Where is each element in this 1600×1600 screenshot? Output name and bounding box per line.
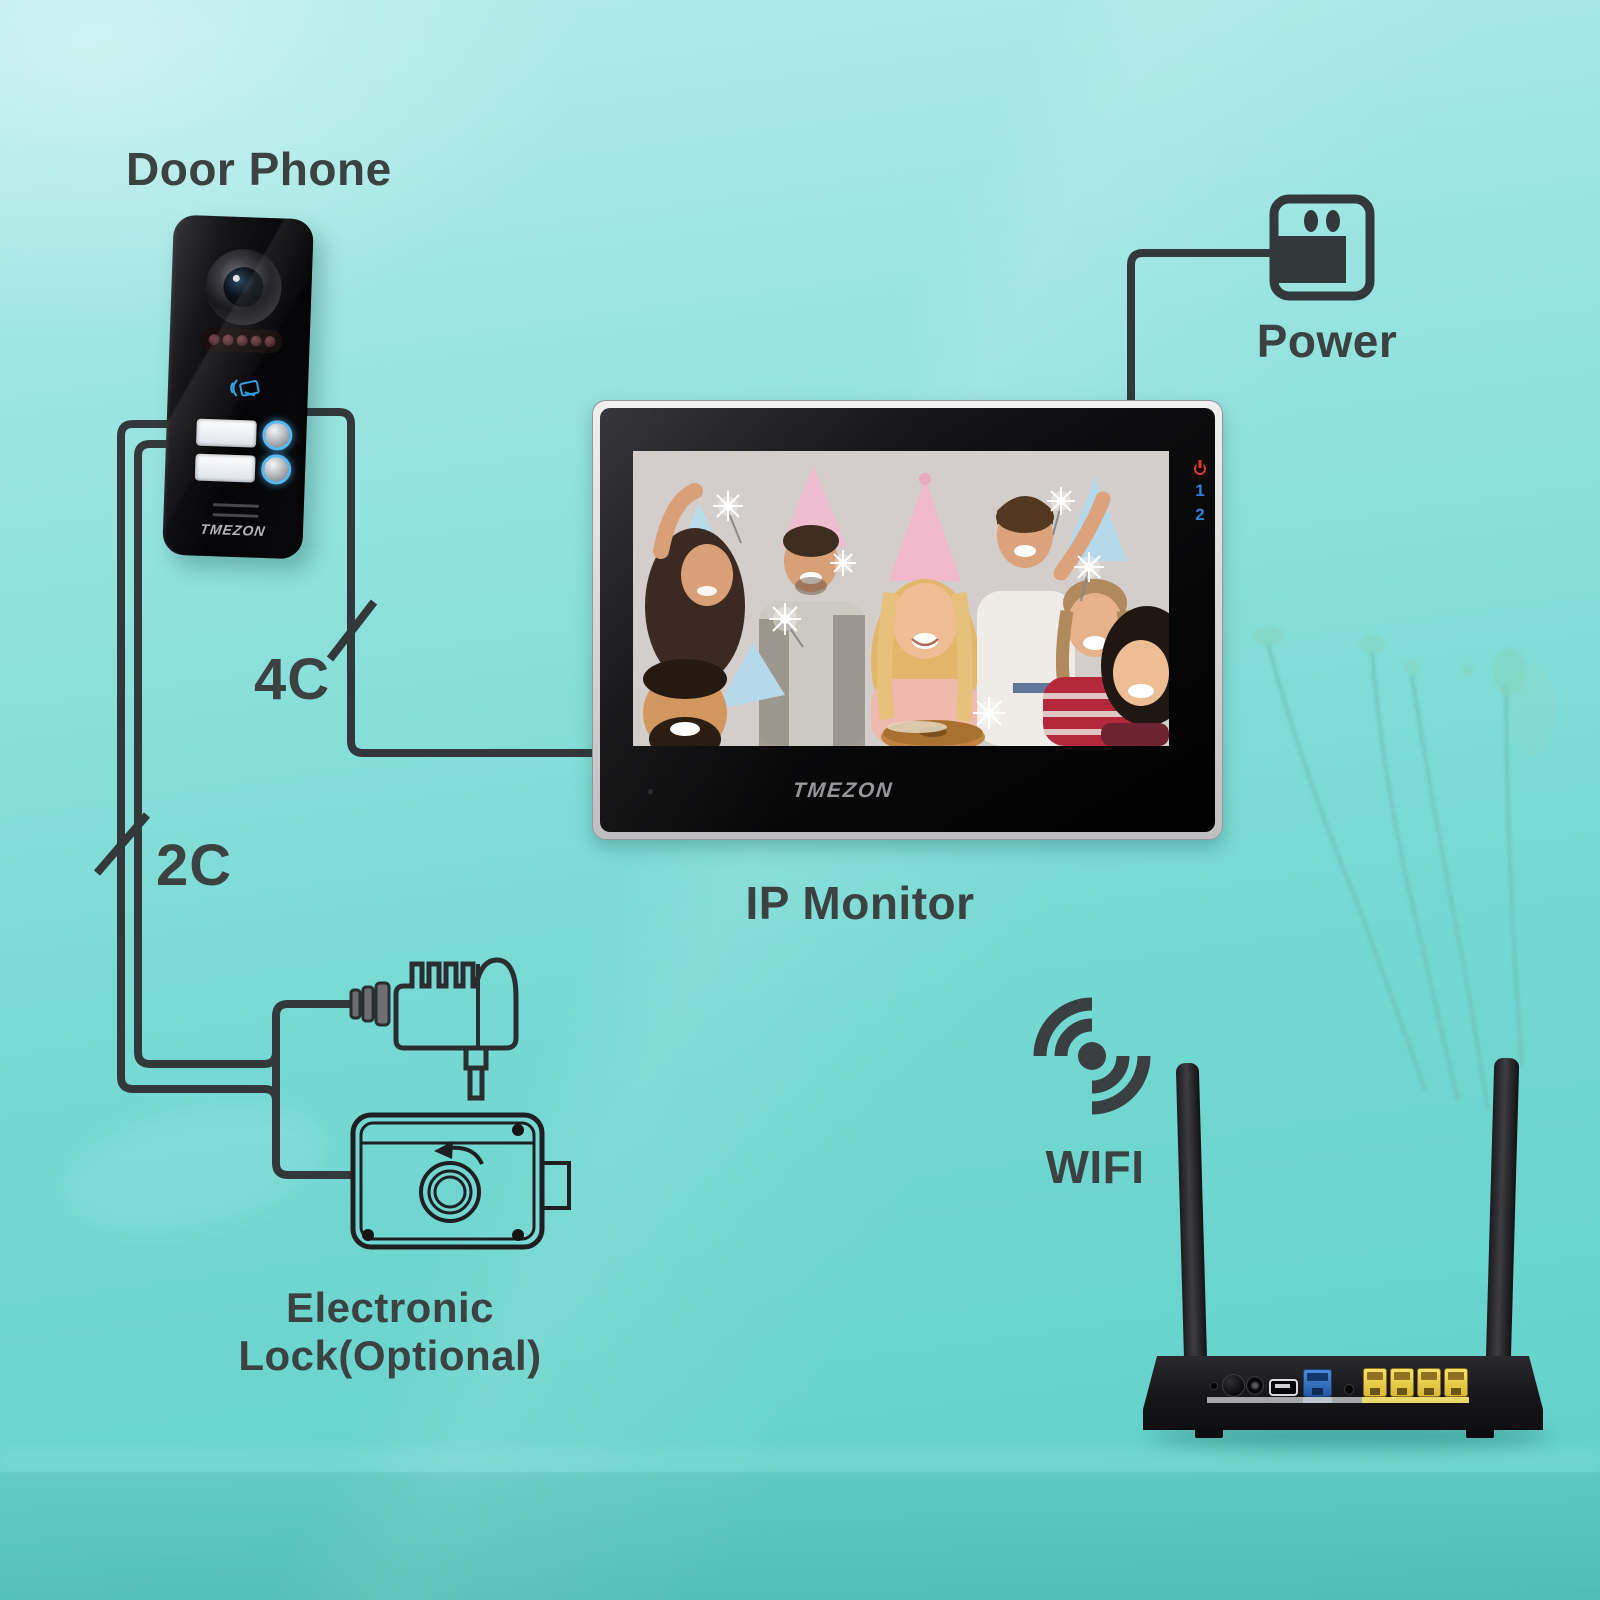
wire-2c-slash [93,812,151,876]
router-foot [1466,1428,1494,1438]
wifi-router-device [1140,1035,1552,1445]
call-button-2[interactable] [260,453,292,485]
wifi-label: WIFI [1045,1141,1145,1193]
background-floor-band [0,1472,1600,1600]
lan-port-4 [1444,1368,1468,1397]
lan-port-2 [1390,1368,1414,1397]
router-led-hole [1211,1383,1217,1389]
router-antenna-right [1485,1057,1520,1368]
doorphone-brand-logo: TMEZON [199,520,267,540]
wire-power-to-monitor [1127,249,1277,415]
monitor-brand-logo: TMEZON [791,779,895,802]
usb-port [1269,1379,1298,1396]
background-floor-glow [0,1448,1600,1474]
power-outlet-icon [1269,194,1375,301]
door-phone-label: Door Phone [126,143,392,195]
party-photo [633,451,1169,746]
ir-led-panel [200,327,283,354]
wire-doorphone-to-lock [117,420,354,1179]
router-antenna-left [1175,1062,1208,1368]
door-phone-device: TMEZON [162,214,314,560]
ip-monitor-label: IP Monitor [745,877,975,929]
monitor-screen[interactable] [633,451,1169,746]
rfid-card-icon [230,379,260,397]
doorphone-camera [204,247,283,327]
speaker-grille [212,513,259,518]
camera-lens-icon [222,266,265,308]
electronic-lock-icon [350,1112,571,1250]
lan-port-1 [1363,1368,1387,1397]
reset-button[interactable] [1344,1384,1354,1395]
lan-port-3 [1417,1368,1441,1397]
monitor-indicators: 1 2 [1194,463,1206,523]
lan-ports-label-strip [1362,1397,1469,1403]
power-indicator-icon[interactable] [1194,463,1206,475]
wire-doorphone-to-monitor [305,408,596,757]
wan-port [1303,1369,1332,1397]
wire-4c-slash [326,599,378,662]
dc-power-jack [1246,1376,1264,1395]
channel-2-indicator[interactable]: 2 [1195,505,1205,524]
microphone-hole [648,789,653,794]
name-plate-2 [194,453,256,483]
router-label-strip [1207,1397,1362,1403]
power-adapter-icon [349,957,519,1101]
wire-2c-label: 2C [156,833,233,898]
wifi-icon [1033,997,1151,1115]
power-label: Power [1256,315,1398,367]
speaker-grille [212,503,259,508]
call-button-1[interactable] [261,419,293,451]
wire-doorphone-to-adapter [134,440,351,1068]
router-foot [1195,1428,1223,1438]
ip-monitor-device: 1 2 TMEZON [592,400,1223,840]
electronic-lock-label: Electronic Lock(Optional) [238,1284,542,1379]
channel-1-indicator[interactable]: 1 [1195,481,1205,500]
router-body [1143,1356,1543,1430]
wire-4c-label: 4C [254,647,331,712]
router-power-button[interactable] [1222,1374,1245,1397]
name-plate-1 [195,418,257,448]
